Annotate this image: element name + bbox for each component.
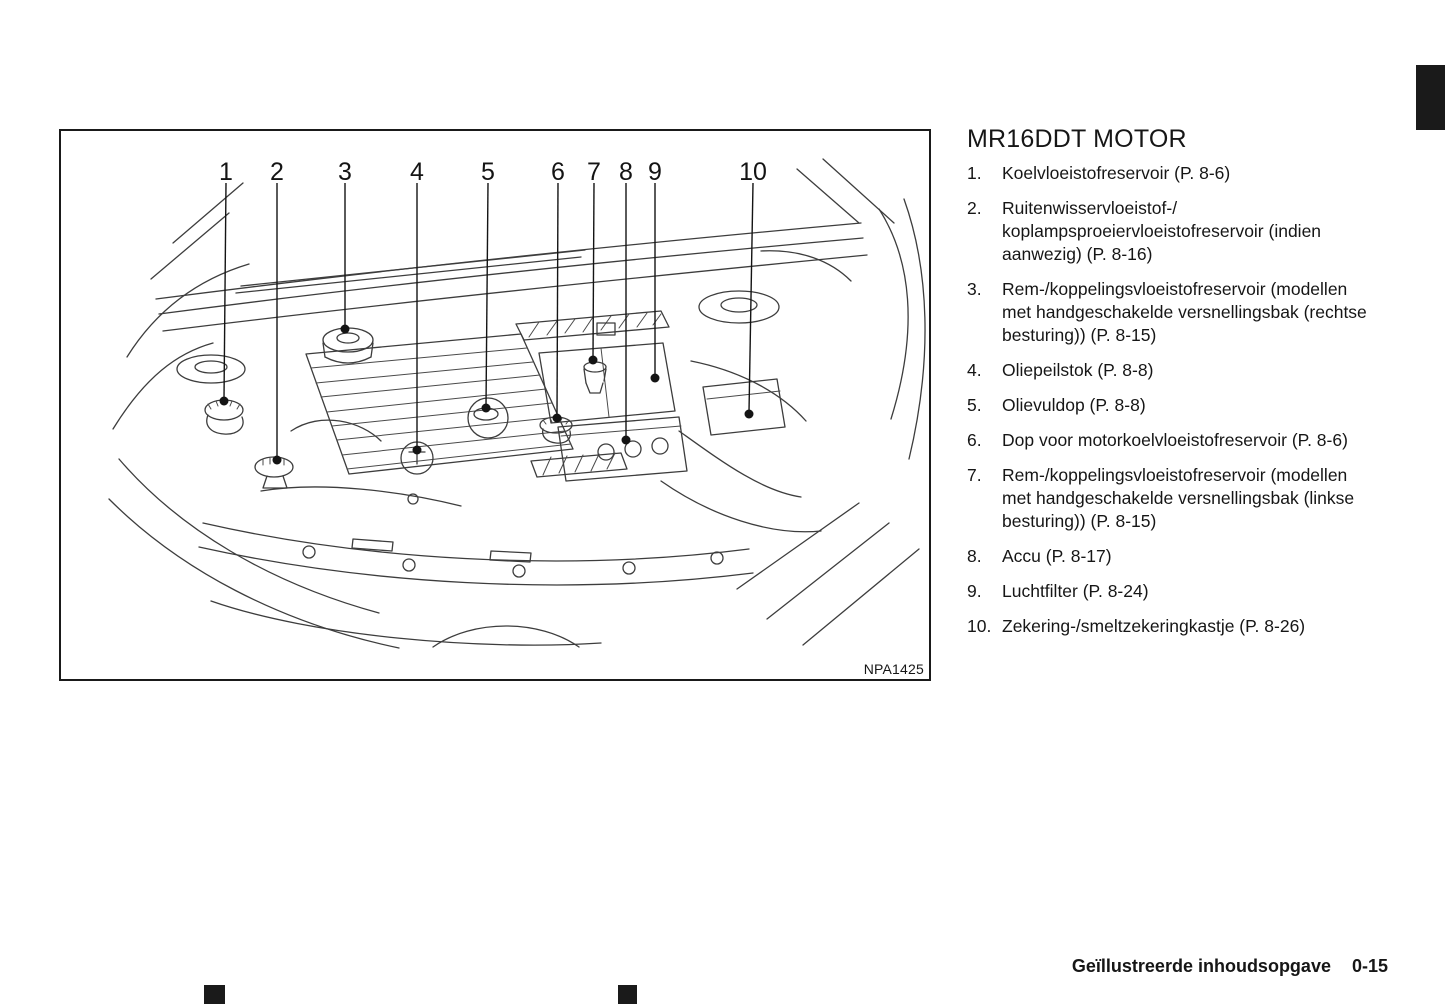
legend-item-text: Koelvloeistofreservoir (P. 8-6)	[1002, 163, 1231, 183]
footer-section-title: Geïllustreerde inhoudsopgave	[1071, 956, 1331, 976]
callout-label-7: 7	[587, 158, 601, 186]
legend-item-10: 10. Zekering-/smeltzekeringkastje (P. 8-…	[967, 615, 1393, 638]
legend-item-number: 7.	[967, 465, 982, 485]
legend-item-text: Olievuldop (P. 8-8)	[1002, 395, 1146, 415]
brake-reservoir-rhd-cap-sketch	[322, 327, 374, 364]
legend-item-4: 4. Oliepeilstok (P. 8-8)	[967, 359, 1393, 382]
callout-label-2: 2	[270, 158, 284, 186]
legend-item-8: 8. Accu (P. 8-17)	[967, 545, 1393, 568]
callout-label-9: 9	[648, 158, 662, 186]
legend-item-9: 9. Luchtfilter (P. 8-24)	[967, 580, 1393, 603]
engine-diagram-figure: 1 2 3 4 5 6 7 8 9 10 NPA1425	[59, 129, 931, 681]
callout-label-6: 6	[551, 158, 565, 186]
legend-item-text: Luchtfilter (P. 8-24)	[1002, 581, 1149, 601]
callout-label-4: 4	[410, 158, 424, 186]
legend-item-text: Rem-/koppelingsvloeistofreservoir (model…	[1002, 279, 1367, 345]
legend-item-text: Rem-/koppelingsvloeistofreservoir (model…	[1002, 465, 1355, 531]
legend-item-number: 3.	[967, 279, 982, 299]
callout-leaders	[219, 182, 754, 465]
legend-item-1: 1. Koelvloeistofreservoir (P. 8-6)	[967, 162, 1393, 185]
legend-item-5: 5. Olievuldop (P. 8-8)	[967, 394, 1393, 417]
legend-item-6: 6. Dop voor motorkoelvloeistofreservoir …	[967, 429, 1393, 452]
callout-label-5: 5	[481, 158, 495, 186]
legend-item-text: Zekering-/smeltzekeringkastje (P. 8-26)	[1002, 616, 1306, 636]
legend-item-number: 8.	[967, 546, 982, 566]
legend-item-7: 7. Rem-/koppelingsvloeistofreservoir (mo…	[967, 464, 1393, 533]
legend-item-3: 3. Rem-/koppelingsvloeistofreservoir (mo…	[967, 278, 1393, 347]
bottom-edge-marker-left	[204, 985, 225, 1004]
legend-item-number: 2.	[967, 198, 982, 218]
callout-label-8: 8	[619, 158, 633, 186]
callout-label-3: 3	[338, 158, 352, 186]
engine-diagram-illustration: 1 2 3 4 5 6 7 8 9 10	[108, 158, 926, 649]
legend-item-text: Ruitenwisservloeistof-/ koplampsproeierv…	[1002, 198, 1322, 264]
legend-item-text: Accu (P. 8-17)	[1002, 546, 1112, 566]
legend-panel: MR16DDT MOTOR 1. Koelvloeistofreservoir …	[967, 124, 1393, 650]
legend-item-text: Oliepeilstok (P. 8-8)	[1002, 360, 1154, 380]
callout-label-1: 1	[219, 158, 233, 186]
callout-numbers: 1 2 3 4 5 6 7 8 9 10	[219, 158, 767, 186]
legend-item-number: 10.	[967, 616, 992, 636]
page-footer: Geïllustreerde inhoudsopgave 0-15	[1072, 956, 1388, 977]
section-tab-marker	[1416, 65, 1445, 130]
callout-label-10: 10	[739, 158, 767, 186]
legend-item-number: 5.	[967, 395, 982, 415]
bottom-edge-marker-right	[618, 985, 637, 1004]
legend-item-text: Dop voor motorkoelvloeistofreservoir (P.…	[1002, 430, 1348, 450]
legend-item-number: 9.	[967, 581, 982, 601]
figure-code: NPA1425	[863, 661, 924, 677]
page-title: MR16DDT MOTOR	[967, 125, 1187, 153]
engine-bay-sketch	[108, 158, 926, 649]
footer-page-number: 0-15	[1351, 956, 1388, 976]
legend-item-number: 4.	[967, 360, 982, 380]
legend-list: 1. Koelvloeistofreservoir (P. 8-6) 2. Ru…	[967, 162, 1393, 638]
legend-item-number: 6.	[967, 430, 982, 450]
legend-item-number: 1.	[967, 163, 982, 183]
legend-item-2: 2. Ruitenwisservloeistof-/ koplampsproei…	[967, 197, 1393, 266]
